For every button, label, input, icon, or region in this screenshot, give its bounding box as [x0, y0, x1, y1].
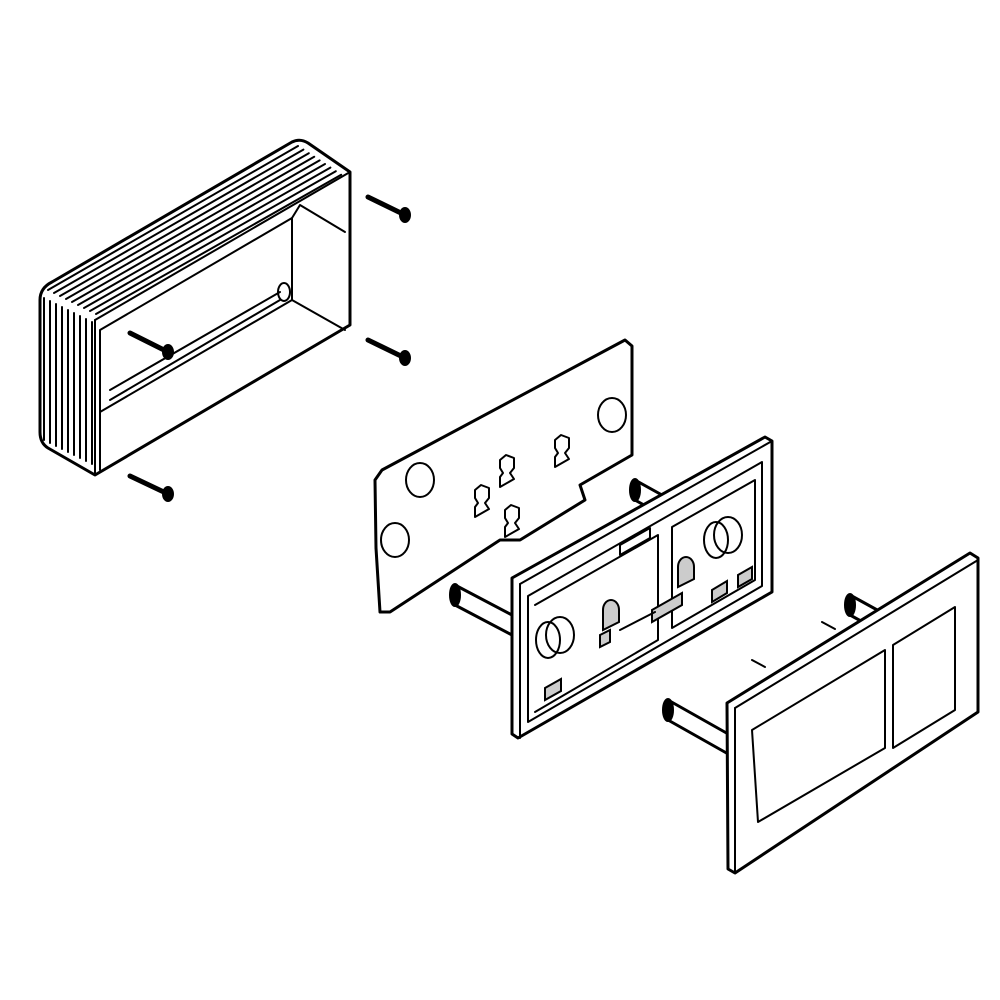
frame-rib — [47, 145, 299, 291]
screw — [127, 473, 174, 502]
frame-rib — [53, 148, 305, 294]
frame-rib — [83, 166, 332, 309]
frame-rib — [77, 163, 326, 306]
frame-rib — [59, 152, 310, 297]
frame-rib — [95, 173, 343, 315]
frame-rib — [71, 159, 321, 303]
screws — [127, 194, 411, 502]
frame-rib — [65, 155, 316, 300]
screw — [365, 194, 411, 223]
dual-flush-button-plate — [725, 551, 980, 875]
full-flush-button — [751, 649, 886, 823]
screw — [365, 337, 411, 366]
actuator-frame — [510, 435, 774, 740]
half-flush-button — [892, 606, 956, 749]
mounting-plate — [373, 338, 634, 614]
frame-rib — [89, 170, 337, 312]
screw — [127, 330, 174, 360]
frame-box — [38, 138, 352, 477]
